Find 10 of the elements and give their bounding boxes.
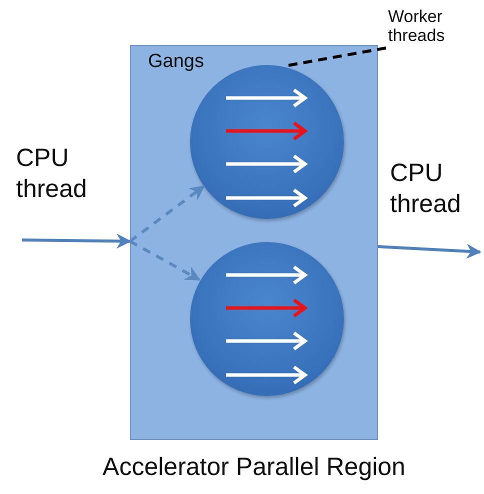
region-box xyxy=(130,45,378,440)
arrow xyxy=(129,240,201,281)
cpu-thread-label: CPU thread xyxy=(390,158,462,220)
arrow xyxy=(22,234,132,249)
annotation-text: Worker threads xyxy=(388,8,446,46)
region-caption: Accelerator Parallel Region xyxy=(102,454,406,482)
cpu-thread-label: CPU thread xyxy=(16,143,88,206)
group-label: Gangs xyxy=(148,52,204,73)
arrow xyxy=(378,244,482,259)
arrow xyxy=(129,185,205,242)
